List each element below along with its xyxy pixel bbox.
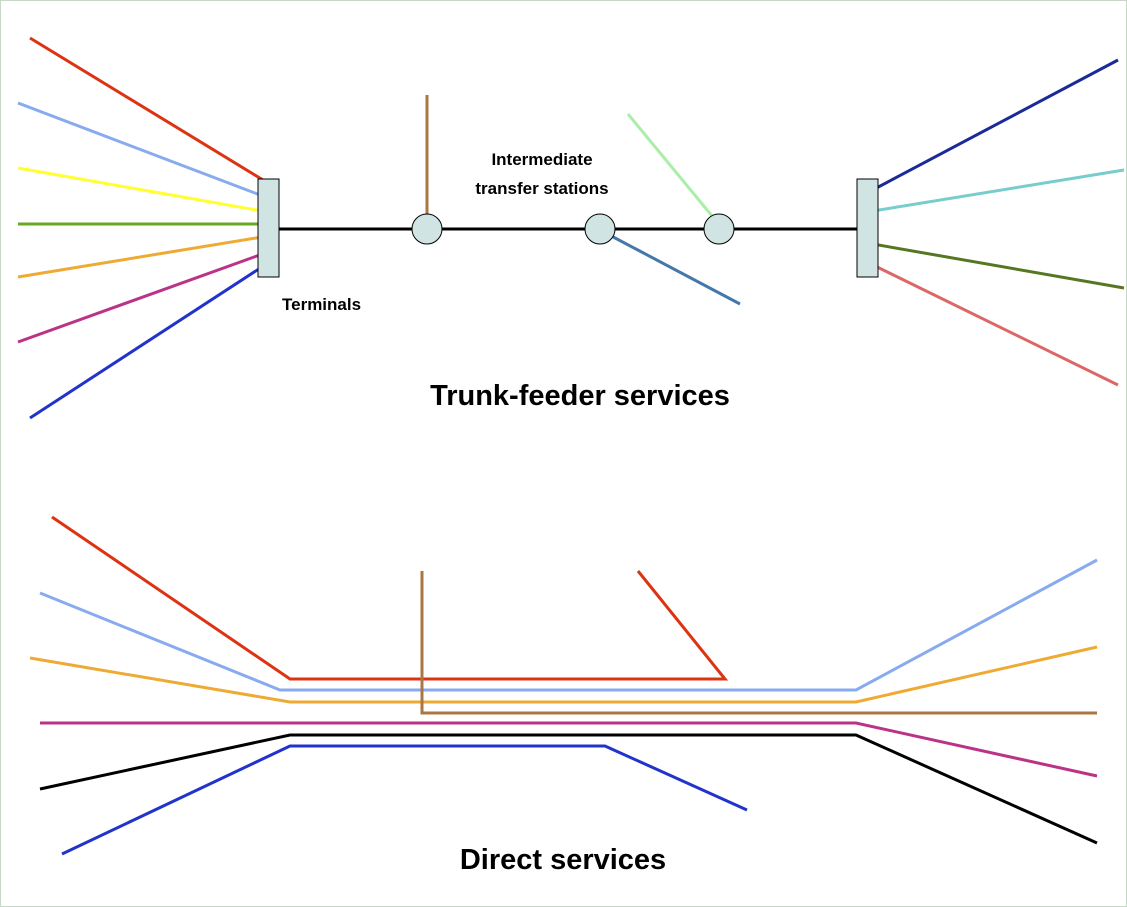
terminals-label: Terminals xyxy=(282,295,361,314)
feeder-line-light-green xyxy=(626,113,719,223)
transfer-label-line2: transfer stations xyxy=(475,179,608,198)
transfer-station-2 xyxy=(584,213,616,245)
direct-services-diagram: Direct services xyxy=(29,515,1098,876)
trunk-feeder-diagram: Terminals Intermediate transfer stations… xyxy=(17,36,1125,420)
feeder-line-blue xyxy=(29,261,269,420)
trunk-feeder-title: Trunk-feeder services xyxy=(430,380,730,412)
direct-route-brown xyxy=(420,571,1097,715)
transfer-station-1 xyxy=(411,213,443,245)
transfer-label-line1: Intermediate xyxy=(491,150,592,169)
transfer-station-3 xyxy=(703,213,735,245)
direct-route-blue xyxy=(61,744,748,856)
feeder-line-magenta xyxy=(17,250,269,344)
direct-route-black xyxy=(39,733,1098,845)
feeder-line-orange xyxy=(17,234,269,279)
feeder-line-olive xyxy=(866,241,1125,290)
terminal-right xyxy=(856,178,879,278)
terminal-left xyxy=(257,178,280,278)
feeder-line-light-blue xyxy=(17,101,269,200)
feeder-line-yellow xyxy=(17,166,269,214)
feeder-line-salmon xyxy=(866,260,1119,387)
direct-services-title: Direct services xyxy=(460,844,666,876)
feeder-line-steel-blue xyxy=(599,228,741,306)
direct-route-orange xyxy=(29,645,1098,704)
direct-route-light-blue xyxy=(39,558,1098,692)
feeder-line-navy xyxy=(866,58,1119,195)
feeder-line-red xyxy=(29,36,269,185)
direct-route-magenta xyxy=(40,721,1098,778)
feeder-line-cyan xyxy=(866,168,1125,214)
direct-route-red xyxy=(51,515,729,681)
